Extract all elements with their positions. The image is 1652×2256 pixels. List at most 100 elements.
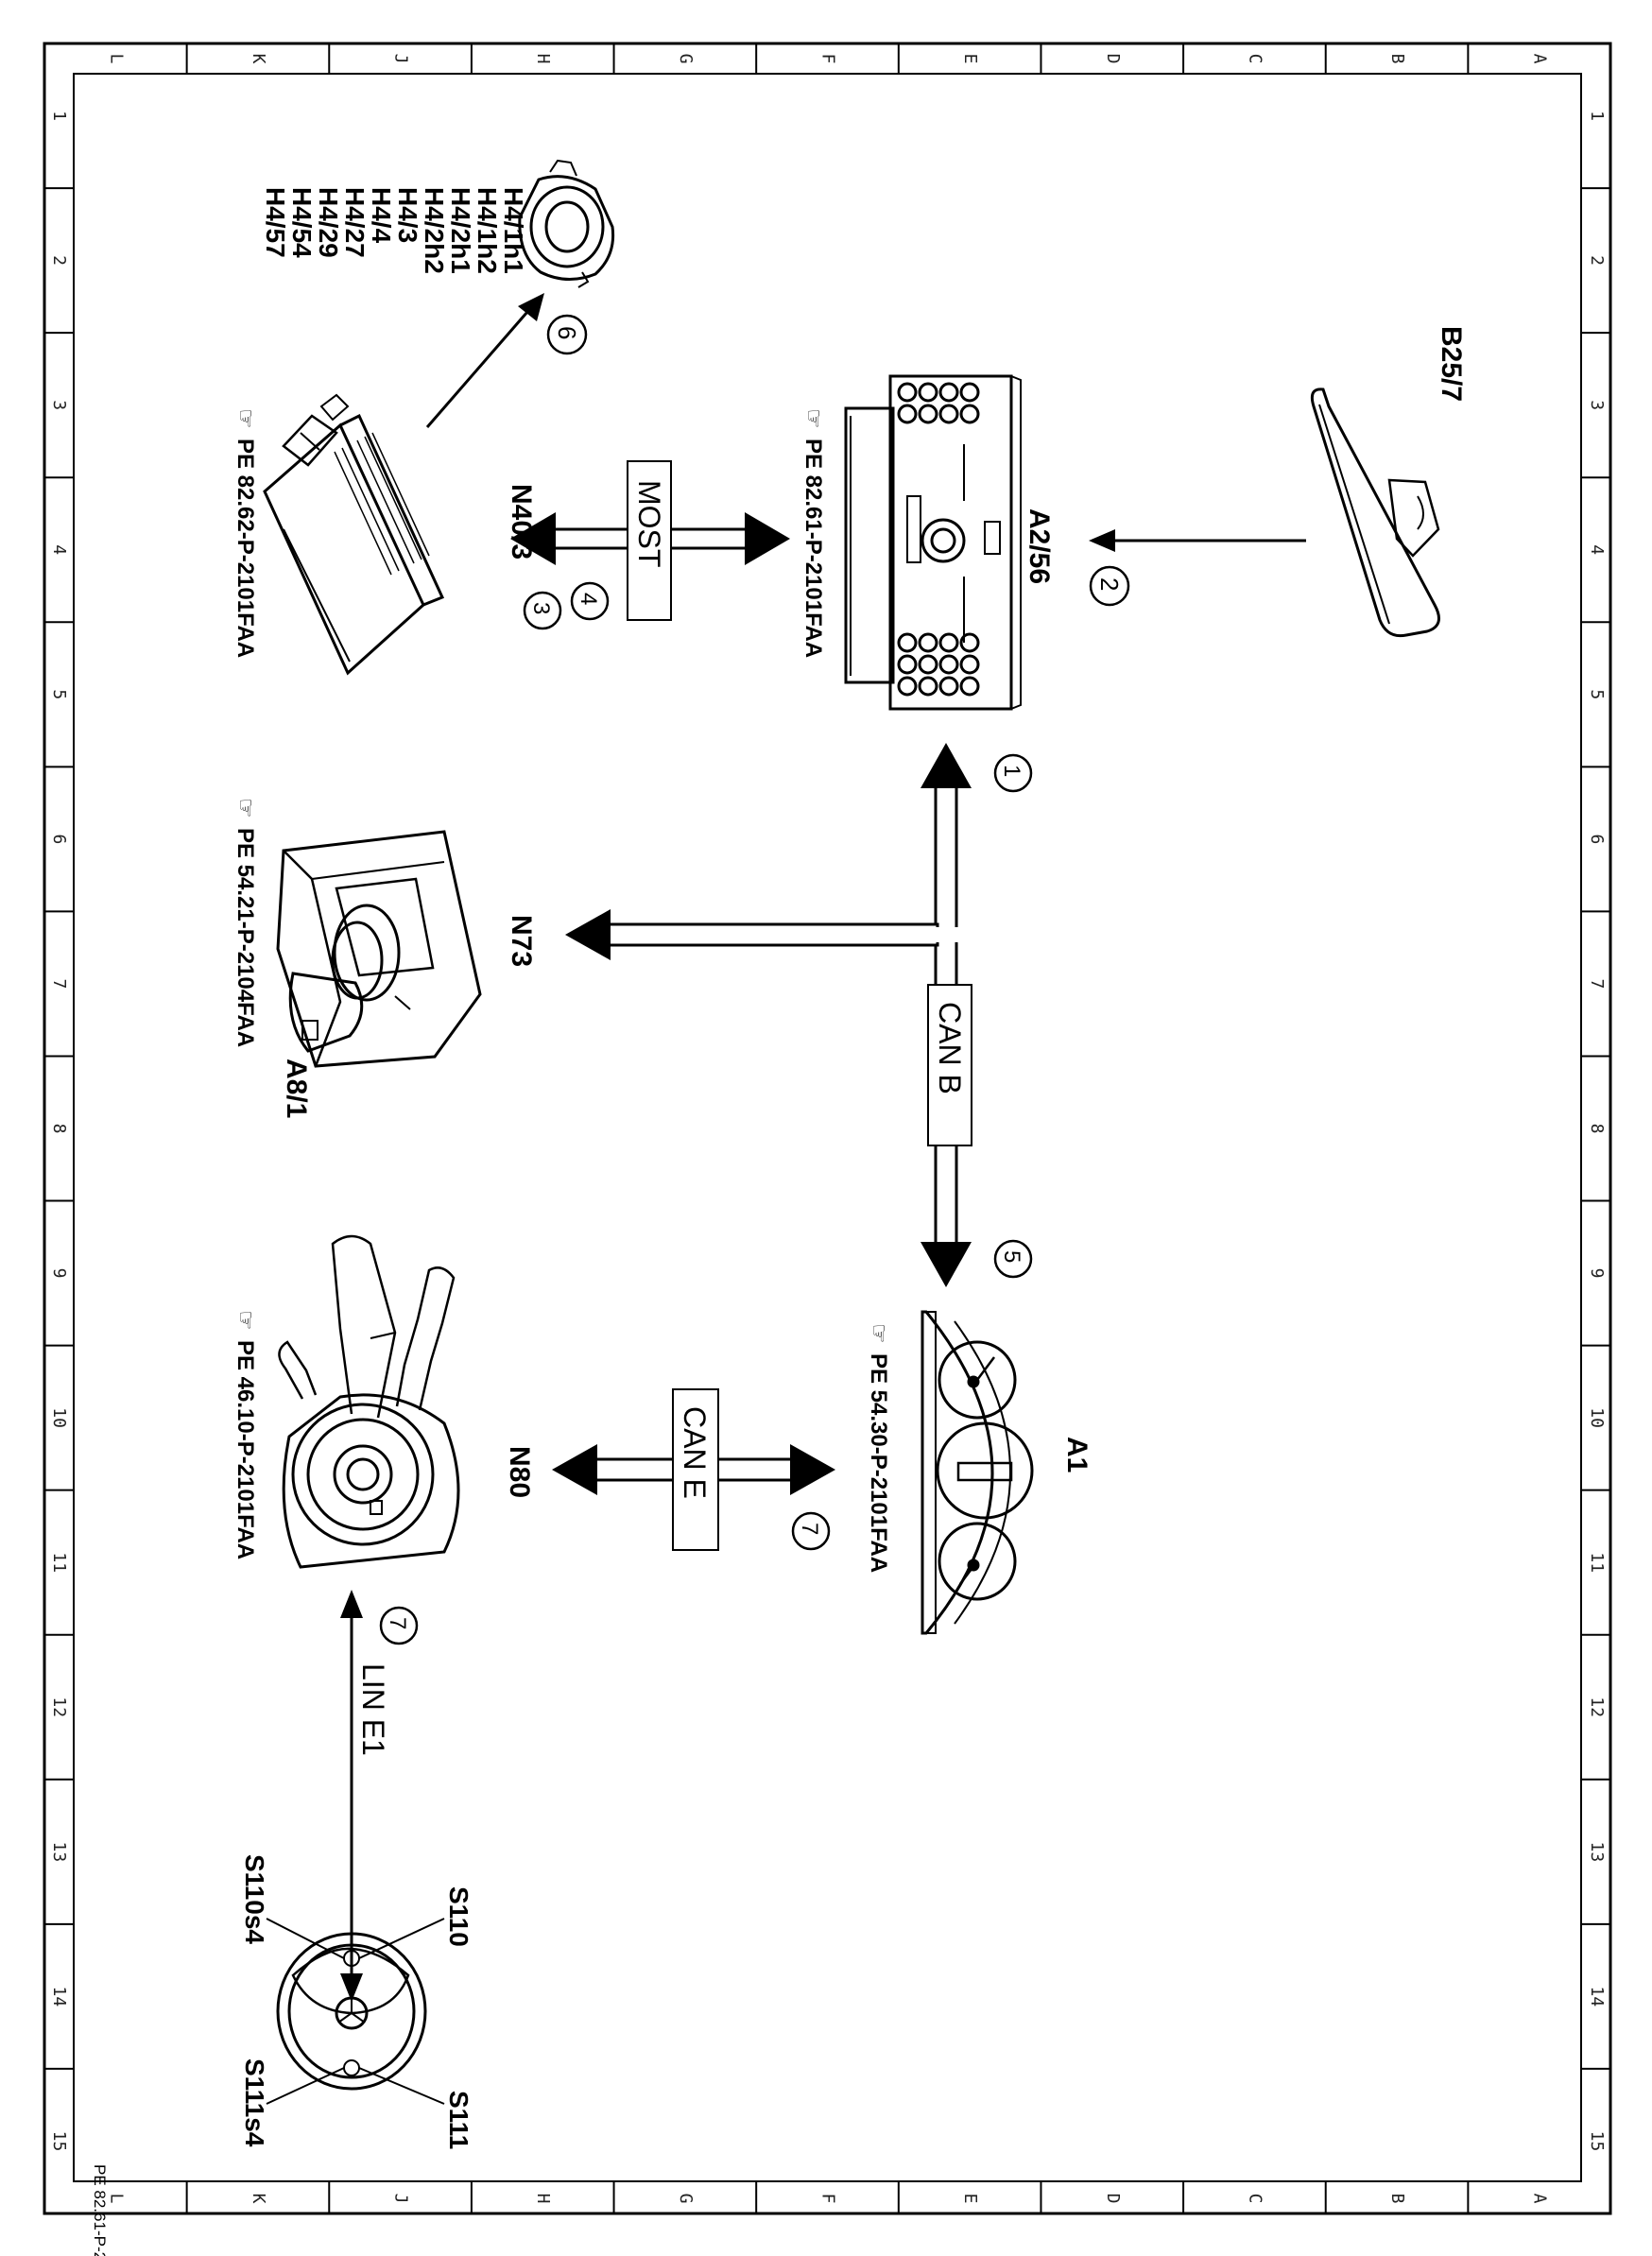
speaker-label: H4/4 bbox=[367, 187, 396, 244]
callout-2-circle bbox=[1089, 565, 1130, 607]
speaker-label: H4/2h2 bbox=[420, 187, 449, 274]
a1-ref: PE 54.30-P-2101FAA bbox=[866, 1353, 891, 1573]
grid-row-label-left: 2 bbox=[49, 255, 69, 266]
grid-row-label-left: 6 bbox=[49, 834, 69, 844]
grid-col-label-top: C bbox=[1245, 54, 1265, 64]
document-id: PE 82.61-P-2051-99FAC bbox=[91, 2164, 109, 2256]
can-b-label-box bbox=[927, 984, 972, 1146]
grid-row-label-right: 8 bbox=[1587, 1124, 1607, 1134]
s111s4-label: S111s4 bbox=[240, 2058, 269, 2147]
lin-e1-label: LIN E1 bbox=[356, 1663, 390, 1756]
grid-row-label-right: 6 bbox=[1587, 834, 1607, 844]
grid-row-label-left: 15 bbox=[49, 2131, 69, 2152]
most-label-box bbox=[627, 460, 672, 621]
callout-1: 1 bbox=[999, 765, 1024, 777]
callout-1-circle bbox=[993, 753, 1033, 793]
most-label: MOST bbox=[632, 480, 666, 567]
b25-7-label: B25/7 bbox=[1436, 326, 1467, 402]
grid-row-label-left: 14 bbox=[49, 1987, 69, 2007]
grid-col-label-top: J bbox=[391, 54, 411, 64]
grid-col-label-bottom: J bbox=[391, 2194, 411, 2204]
callout-3-circle bbox=[523, 591, 562, 630]
speaker-label: H4/57 bbox=[261, 187, 290, 258]
grid-col-label-top: G bbox=[676, 54, 696, 64]
grid-row-label-left: 11 bbox=[49, 1552, 69, 1573]
n40-3-amplifier bbox=[263, 393, 445, 676]
grid-row-label-left: 5 bbox=[49, 689, 69, 699]
outer-frame bbox=[43, 42, 1612, 2215]
grid-col-label-bottom: G bbox=[676, 2194, 696, 2204]
callout-3: 3 bbox=[528, 602, 554, 614]
grid-row-label-left: 12 bbox=[49, 1696, 69, 1717]
grid-col-label-bottom: F bbox=[818, 2194, 838, 2204]
a2-56-head-unit bbox=[844, 374, 1022, 711]
grid-row-label-right: 9 bbox=[1587, 1268, 1607, 1279]
grid-col-label-bottom: K bbox=[249, 2194, 268, 2204]
grid-row-label-right: 14 bbox=[1587, 1987, 1607, 2007]
grid-col-label-bottom: C bbox=[1245, 2194, 1265, 2204]
a1-ref-icon: ☞ bbox=[866, 1323, 891, 1344]
grid-row-label-left: 9 bbox=[49, 1268, 69, 1279]
grid-col-label-top: B bbox=[1387, 54, 1407, 64]
grid-row-label-left: 8 bbox=[49, 1124, 69, 1134]
a2-56-ref-icon: ☞ bbox=[800, 408, 826, 429]
grid-row-label-right: 11 bbox=[1587, 1552, 1607, 1573]
grid-row-label-left: 4 bbox=[49, 544, 69, 555]
a1-instrument-cluster bbox=[921, 1310, 1034, 1635]
callout-7a: 7 bbox=[797, 1523, 822, 1535]
speaker-label: H4/3 bbox=[393, 187, 422, 243]
grid-row-label-left: 1 bbox=[49, 111, 69, 121]
grid-row-label-left: 7 bbox=[49, 979, 69, 990]
s110s4-label: S110s4 bbox=[240, 1854, 269, 1944]
grid-row-label-right: 2 bbox=[1587, 255, 1607, 266]
n40-3-ref: PE 82.62-P-2101FAA bbox=[232, 439, 258, 658]
speaker-label: H4/27 bbox=[340, 187, 370, 258]
grid-row-label-left: 3 bbox=[49, 400, 69, 410]
callout-2: 2 bbox=[1095, 577, 1124, 591]
arrow-n40-3-to-speakers bbox=[425, 293, 544, 428]
grid-col-label-top: F bbox=[818, 54, 838, 64]
callout-6: 6 bbox=[553, 326, 581, 339]
grid-col-label-top: E bbox=[960, 54, 980, 64]
grid-row-label-right: 10 bbox=[1587, 1407, 1607, 1428]
inner-frame bbox=[73, 73, 1582, 2182]
grid-row-label-right: 13 bbox=[1587, 1841, 1607, 1862]
can-e-label-box bbox=[672, 1388, 719, 1551]
n40-3-ref-icon: ☞ bbox=[232, 408, 258, 429]
speaker-label: H4/1h1 bbox=[499, 187, 528, 274]
grid-col-label-bottom: B bbox=[1387, 2194, 1407, 2204]
n80-ref-icon: ☞ bbox=[232, 1310, 258, 1331]
a1-label: A1 bbox=[1061, 1437, 1093, 1472]
grid-row-label-left: 13 bbox=[49, 1841, 69, 1862]
n80-ref: PE 46.10-P-2101FAA bbox=[232, 1340, 258, 1559]
callout-6-circle bbox=[546, 314, 588, 355]
grid-ticks bbox=[44, 43, 1610, 2213]
grid-row-label-right: 3 bbox=[1587, 400, 1607, 410]
n73-ref: PE 54.21-P-2104FAA bbox=[232, 828, 258, 1047]
n73-label: N73 bbox=[506, 915, 537, 967]
speaker-label: H4/1h2 bbox=[473, 187, 502, 274]
callout-5: 5 bbox=[999, 1250, 1024, 1263]
n73-ref-icon: ☞ bbox=[232, 798, 258, 818]
a2-56-label: A2/56 bbox=[1024, 508, 1055, 584]
grid-col-label-top: L bbox=[106, 54, 126, 64]
grid-row-label-right: 5 bbox=[1587, 689, 1607, 699]
speaker-label: H4/54 bbox=[287, 187, 317, 258]
grid-row-label-left: 10 bbox=[49, 1407, 69, 1428]
n80-label: N80 bbox=[504, 1446, 535, 1498]
can-e-label: CAN E bbox=[678, 1406, 712, 1499]
speaker-icon bbox=[518, 159, 615, 288]
s110-label: S110 bbox=[444, 1886, 473, 1947]
n40-3-label: N40/3 bbox=[506, 484, 537, 560]
grid-row-label-right: 7 bbox=[1587, 979, 1607, 990]
arrow-b25-7-to-a2-56 bbox=[1089, 529, 1306, 552]
grid-col-label-top: K bbox=[249, 54, 268, 64]
s111-label: S111 bbox=[444, 2091, 473, 2149]
a2-56-ref: PE 82.61-P-2101FAA bbox=[800, 439, 826, 658]
steering-wheel bbox=[266, 1918, 445, 2105]
grid-col-label-bottom: H bbox=[533, 2194, 553, 2204]
b25-7-mirror bbox=[1310, 387, 1440, 638]
callout-4: 4 bbox=[576, 593, 601, 605]
